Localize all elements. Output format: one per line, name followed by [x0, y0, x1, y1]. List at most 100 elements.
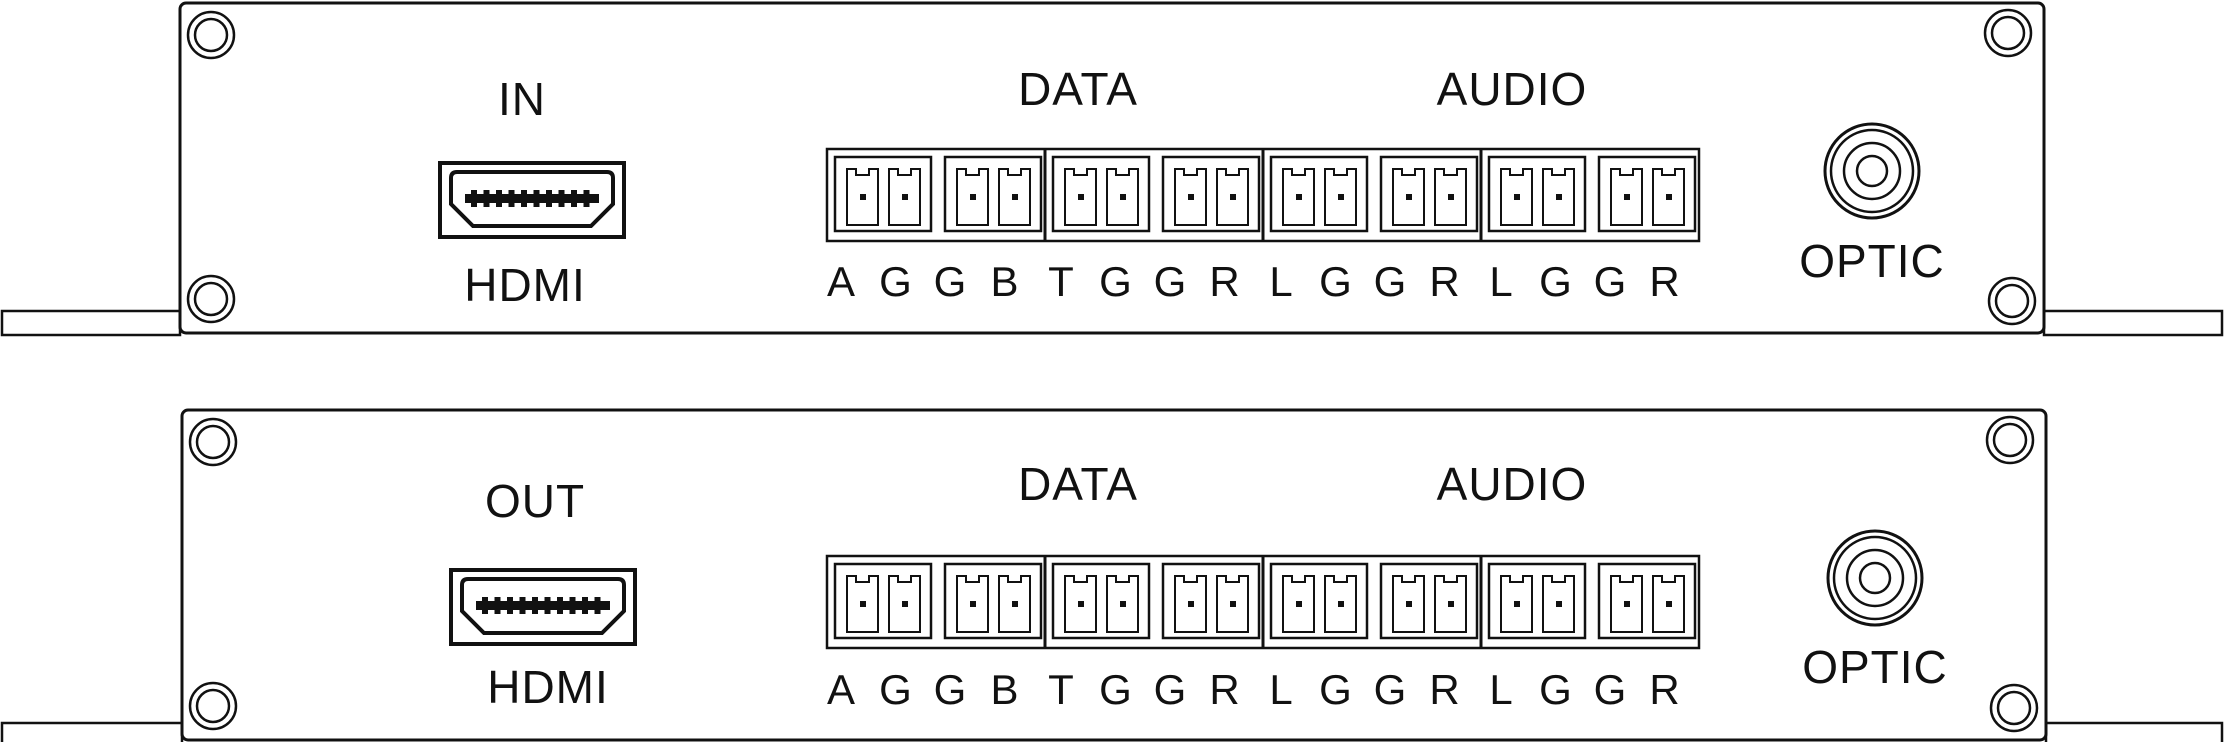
optic-ring [1858, 561, 1892, 595]
terminal-socket [1652, 575, 1685, 633]
terminal-socket [1610, 575, 1643, 633]
screw-inner-ring [1996, 690, 2032, 726]
audio-label-bottom: AUDIO [1436, 458, 1588, 510]
screw-bottom-left [186, 274, 236, 324]
mounting-ear-right [2044, 721, 2224, 742]
screw-outer-ring [1989, 683, 2039, 733]
screw-top-left [186, 10, 236, 60]
terminal-socket [1434, 168, 1467, 226]
hdmi-in-label: IN [498, 73, 546, 125]
terminal-socket [1500, 168, 1533, 226]
terminal-pin-dot [1406, 194, 1412, 200]
pin-label: G [933, 258, 967, 305]
hdmi-pin [569, 597, 576, 614]
terminal-socket [888, 168, 921, 226]
hdmi-port-shell [460, 577, 626, 635]
screw-inner-ring [195, 424, 231, 460]
hdmi-port-pins [476, 601, 610, 610]
terminal-pin-dot [1448, 194, 1454, 200]
pin-label: R [1209, 258, 1240, 305]
terminal-socket [1174, 575, 1207, 633]
pin-label: G [1319, 258, 1352, 305]
optic-label-bottom: OPTIC [1802, 641, 1948, 693]
terminal-pin-dot [1188, 194, 1194, 200]
screw-inner-ring [1992, 422, 2028, 458]
pin-label: R [1209, 666, 1240, 713]
terminal-pin-dot [1556, 601, 1562, 607]
optic-ring [1829, 128, 1915, 214]
screw-top-left [188, 417, 238, 467]
terminal-plug [943, 562, 1043, 640]
terminal-pin-dot [1012, 601, 1018, 607]
hdmi-pin [594, 597, 601, 614]
hdmi-pin [544, 597, 551, 614]
terminal-socket [1216, 575, 1249, 633]
pin-label: G [1153, 258, 1187, 305]
terminal-block [825, 147, 1701, 243]
terminal-plug [1051, 155, 1151, 233]
hdmi-pin [482, 597, 488, 614]
terminal-socket [846, 168, 879, 226]
pin-label: R [1649, 666, 1680, 713]
terminal-plug [833, 155, 933, 233]
terminal-socket [1282, 575, 1315, 633]
pin-label: G [1539, 666, 1572, 713]
pin-label: A [826, 666, 856, 713]
pin-label: G [1099, 666, 1132, 713]
terminal-pin-dot [1188, 601, 1194, 607]
terminal-plug [1051, 562, 1151, 640]
terminal-socket [1542, 575, 1575, 633]
terminal-pin-dot [1012, 194, 1018, 200]
terminal-pin-dot [1078, 194, 1084, 200]
screw-outer-ring [1983, 8, 2033, 58]
hdmi-pin [494, 597, 501, 614]
mounting-ear-left [0, 309, 182, 337]
pin-label: G [1593, 258, 1627, 305]
data-label-top: DATA [1018, 63, 1138, 115]
terminal-socket [998, 575, 1031, 633]
terminal-socket [1064, 575, 1097, 633]
hdmi-pin [546, 190, 552, 207]
hdmi-in-caption: HDMI [464, 259, 586, 311]
screw-inner-ring [195, 688, 231, 724]
terminal-pin-dot [1230, 601, 1236, 607]
hdmi-port [449, 568, 637, 646]
terminal-plug [1269, 155, 1369, 233]
data-label-bottom: DATA [1018, 458, 1138, 510]
screw-outer-ring [1985, 415, 2035, 465]
terminal-pin-dot [1624, 601, 1630, 607]
screw-inner-ring [193, 17, 229, 53]
terminal-socket [1216, 168, 1249, 226]
screw-outer-ring [186, 274, 236, 324]
pin-label: G [879, 666, 912, 713]
terminal-socket [1324, 168, 1357, 226]
terminal-pin-dot [970, 194, 976, 200]
terminal-socket [1064, 168, 1097, 226]
screw-inner-ring [1994, 283, 2030, 319]
terminal-pin-dot [902, 194, 908, 200]
pin-label: L [1269, 666, 1293, 713]
pin-label: T [1048, 258, 1074, 305]
pin-label: G [1373, 258, 1407, 305]
screw-outer-ring [188, 417, 238, 467]
terminal-socket [1174, 168, 1207, 226]
hdmi-pin [533, 190, 540, 207]
hdmi-pin [508, 190, 515, 207]
terminal-plug [1161, 562, 1261, 640]
hdmi-pin [519, 597, 526, 614]
terminal-socket [1434, 575, 1467, 633]
terminal-socket [1282, 168, 1315, 226]
screw-inner-ring [1990, 15, 2026, 51]
terminal-pin-dot [1120, 601, 1126, 607]
terminal-pin-dot [902, 601, 908, 607]
pin-label: L [1489, 258, 1513, 305]
pin-label: A [826, 258, 856, 305]
terminal-pin-dot [1296, 601, 1302, 607]
hdmi-pin [521, 190, 527, 207]
terminal-pin-dot [1120, 194, 1126, 200]
pin-label: G [1373, 666, 1407, 713]
screw-outer-ring [186, 10, 236, 60]
pin-label: B [990, 666, 1019, 713]
terminal-pin-dot [1666, 601, 1672, 607]
terminal-pin-dot [1078, 601, 1084, 607]
